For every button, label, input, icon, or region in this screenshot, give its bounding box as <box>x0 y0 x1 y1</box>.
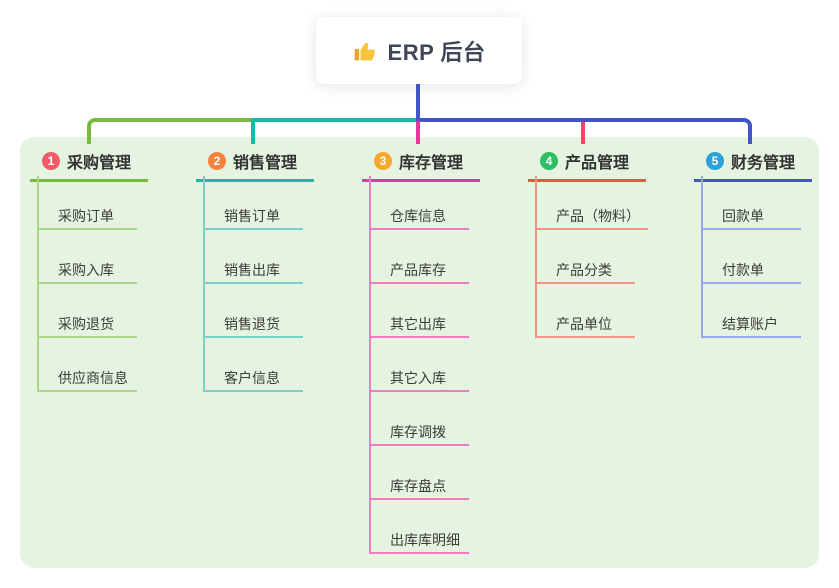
branch-children-1: 采购订单采购入库采购退货供应商信息 <box>37 176 137 392</box>
branch-children-5: 回款单付款单结算账户 <box>701 176 801 338</box>
branch-number-badge: 3 <box>374 152 392 170</box>
branch-children-3: 仓库信息产品库存其它出库其它入库库存调拨库存盘点出库库明细 <box>369 176 469 554</box>
branch-header-3[interactable]: 3 库存管理 <box>362 149 480 182</box>
child-node[interactable]: 采购退货 <box>39 284 137 338</box>
child-node[interactable]: 供应商信息 <box>39 338 137 392</box>
branch-header-2[interactable]: 2 销售管理 <box>196 149 314 182</box>
child-node[interactable]: 客户信息 <box>205 338 303 392</box>
child-node[interactable]: 仓库信息 <box>371 176 469 230</box>
branch-1-elbow-line <box>87 118 255 144</box>
root-node-label: ERP 后台 <box>387 39 486 65</box>
child-node[interactable]: 采购订单 <box>39 176 137 230</box>
branch-header-4[interactable]: 4 产品管理 <box>528 149 646 182</box>
branches-panel <box>20 137 819 568</box>
child-node[interactable]: 库存盘点 <box>371 446 469 500</box>
branch-header-5[interactable]: 5 财务管理 <box>694 149 812 182</box>
branch-2-bus-line <box>255 118 416 122</box>
branch-label: 财务管理 <box>731 155 796 172</box>
child-node[interactable]: 销售订单 <box>205 176 303 230</box>
child-node[interactable]: 产品库存 <box>371 230 469 284</box>
branch-children-4: 产品（物料）产品分类产品单位 <box>535 176 648 338</box>
child-node[interactable]: 其它出库 <box>371 284 469 338</box>
branch-number-badge: 5 <box>706 152 724 170</box>
child-node[interactable]: 结算账户 <box>703 284 801 338</box>
child-node[interactable]: 付款单 <box>703 230 801 284</box>
branch-3-drop-line <box>416 121 420 144</box>
root-node[interactable]: ERP 后台 <box>316 17 522 84</box>
child-node[interactable]: 产品单位 <box>537 284 635 338</box>
branch-header-1[interactable]: 1 采购管理 <box>30 149 148 182</box>
child-node[interactable]: 库存调拨 <box>371 392 469 446</box>
child-node[interactable]: 回款单 <box>703 176 801 230</box>
branch-number-badge: 4 <box>540 152 558 170</box>
branch-4-drop-line <box>581 122 585 144</box>
branch-number-badge: 1 <box>42 152 60 170</box>
branch-label: 库存管理 <box>399 155 464 172</box>
child-node[interactable]: 产品分类 <box>537 230 635 284</box>
child-node[interactable]: 销售出库 <box>205 230 303 284</box>
child-node[interactable]: 其它入库 <box>371 338 469 392</box>
thumbs-up-icon <box>353 38 379 64</box>
branch-number-badge: 2 <box>208 152 226 170</box>
branch-label: 采购管理 <box>67 155 132 172</box>
child-node[interactable]: 采购入库 <box>39 230 137 284</box>
branch-children-2: 销售订单销售出库销售退货客户信息 <box>203 176 303 392</box>
branch-5-elbow-line <box>416 118 752 144</box>
child-node[interactable]: 出库库明细 <box>371 500 469 554</box>
child-node[interactable]: 产品（物料） <box>537 176 648 230</box>
branch-label: 产品管理 <box>565 155 630 172</box>
branch-label: 销售管理 <box>233 155 298 172</box>
branch-2-drop-line <box>251 118 255 144</box>
root-stem-line <box>416 84 420 118</box>
child-node[interactable]: 销售退货 <box>205 284 303 338</box>
